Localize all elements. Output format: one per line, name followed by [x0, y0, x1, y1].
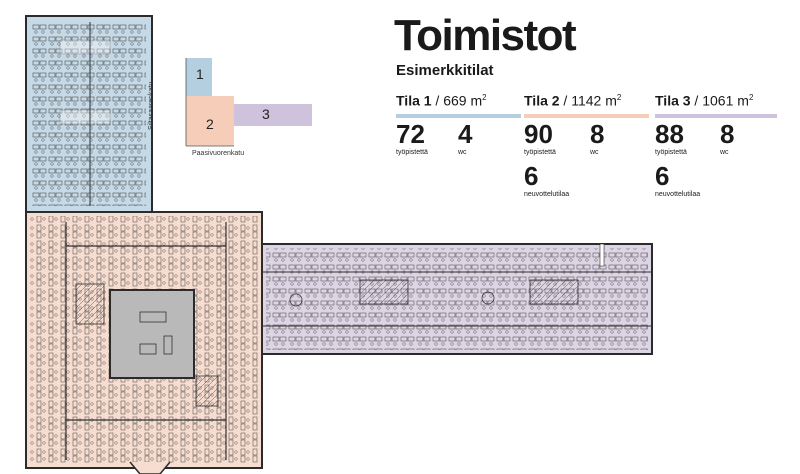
tila-3-desks-value: 88 [655, 119, 684, 149]
tila-3-name: Tila 3 [655, 92, 691, 109]
tila-2-color-bar [524, 113, 649, 118]
tila-2-wc-label: wc [590, 149, 599, 156]
tila-2-area-unit: m [605, 92, 617, 109]
tila-3-desks-label: työpistettä [655, 149, 687, 156]
floor-plan [25, 15, 653, 474]
tila-3-area-value: 1061 [702, 92, 734, 109]
tila-2-area [25, 211, 263, 474]
street-label-siltasaarenkatu: Siltasaarenkatu [148, 81, 155, 130]
tila-3-column: Tila 3 / 1061 m2 [655, 88, 777, 118]
tila-3-color-bar [655, 113, 777, 118]
tila-1-area [25, 15, 153, 213]
mini-map-label-3: 3 [262, 106, 270, 122]
tila-1-color-bar [396, 113, 521, 118]
tila-2-column: Tila 2 / 1142 m2 [524, 88, 649, 118]
tila-1-area-unit: m [470, 92, 483, 109]
tila-1-area-value: 669 [443, 92, 467, 109]
tila-3-wc-label: wc [720, 149, 729, 156]
tila-3-wc-value: 8 [720, 119, 735, 149]
tila-1-stat-wc: 4 wc [458, 120, 472, 157]
tila-3-meeting-value: 6 [655, 161, 670, 191]
tila-3-stat-desks: 88 työpistettä [655, 120, 687, 157]
tila-2-stat-meeting: 6 neuvottelutilaa [524, 162, 569, 199]
page-subtitle: Esimerkkitilat [396, 62, 494, 79]
tila-2-desks-value: 90 [524, 119, 553, 149]
tila-3-area [261, 243, 653, 355]
tila-3-stat-wc: 8 wc [720, 120, 734, 157]
tila-2-meeting-label: neuvottelutilaa [524, 191, 570, 198]
tila-1-name: Tila 1 [396, 92, 432, 109]
tila-2-name: Tila 2 [524, 92, 560, 109]
tila-2-area-value: 1142 [571, 92, 602, 109]
tila-2-area-sup: 2 [616, 93, 622, 102]
tila-1-wc-label: wc [458, 149, 467, 156]
tila-2-stat-wc: 8 wc [590, 120, 604, 157]
tila-3-stat-meeting: 6 neuvottelutilaa [655, 162, 700, 199]
page-title: Toimistot [394, 11, 577, 60]
street-label-paasivuorenkatu: Paasivuorenkatu [192, 150, 245, 157]
tila-2-heading: Tila 2 / 1142 m2 [524, 92, 622, 109]
tila-2-stat-desks: 90 työpistettä [524, 120, 556, 157]
tila-1-heading: Tila 1 / 669 m2 [396, 92, 487, 109]
mini-map-label-1: 1 [196, 66, 204, 82]
tila-1-area-sup: 2 [482, 93, 487, 102]
tila-1-wc-value: 4 [458, 119, 473, 149]
tila-3-area-unit: m [737, 92, 749, 109]
tila-1-desks-value: 72 [396, 119, 425, 149]
mini-map [185, 58, 312, 147]
tila-3-area-sup: 2 [748, 93, 754, 102]
tila-1-stat-desks: 72 työpistettä [396, 120, 428, 157]
tila-2-desks-label: työpistettä [524, 149, 556, 156]
tila-3-meeting-label: neuvottelutilaa [655, 191, 701, 198]
tila-1-desks-label: työpistettä [396, 149, 428, 156]
tila-2-wc-value: 8 [590, 119, 605, 149]
mini-map-label-2: 2 [206, 116, 214, 132]
tila-1-column: Tila 1 / 669 m2 [396, 88, 521, 118]
tila-3-heading: Tila 3 / 1061 m2 [655, 92, 754, 109]
tila-2-meeting-value: 6 [524, 161, 539, 191]
